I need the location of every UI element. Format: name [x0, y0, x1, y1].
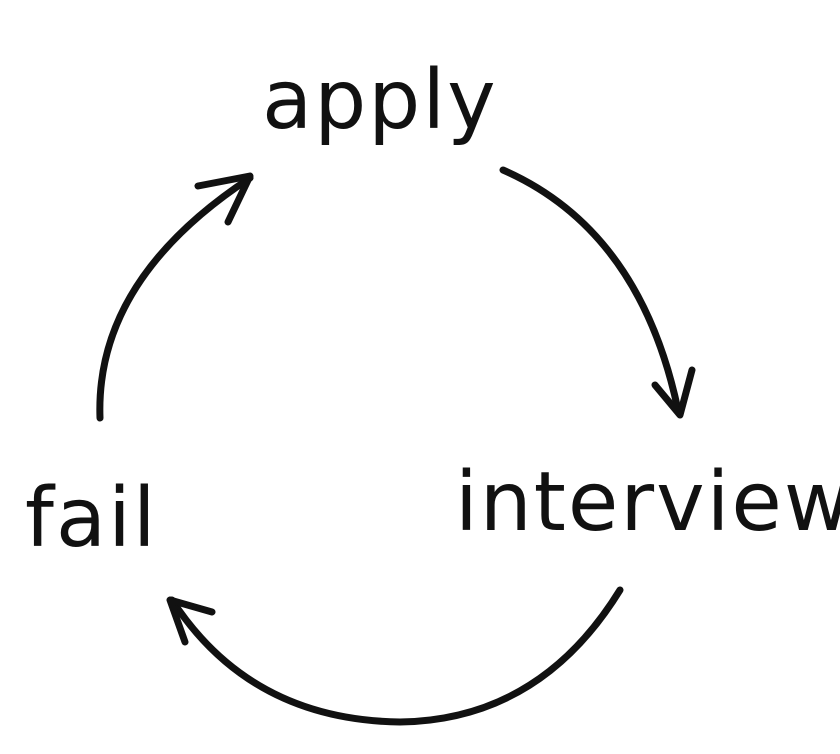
arrowhead-interview — [651, 366, 696, 419]
arrow-fail-to-apply — [96, 174, 254, 422]
node-interview: interview — [455, 455, 840, 550]
arrow-apply-to-interview — [499, 166, 682, 414]
node-fail: fail — [25, 471, 158, 566]
node-apply: apply — [262, 53, 498, 148]
arrow-interview-to-fail — [168, 586, 624, 726]
arrowhead-apply — [194, 172, 254, 226]
arrowhead-fail — [166, 596, 216, 646]
